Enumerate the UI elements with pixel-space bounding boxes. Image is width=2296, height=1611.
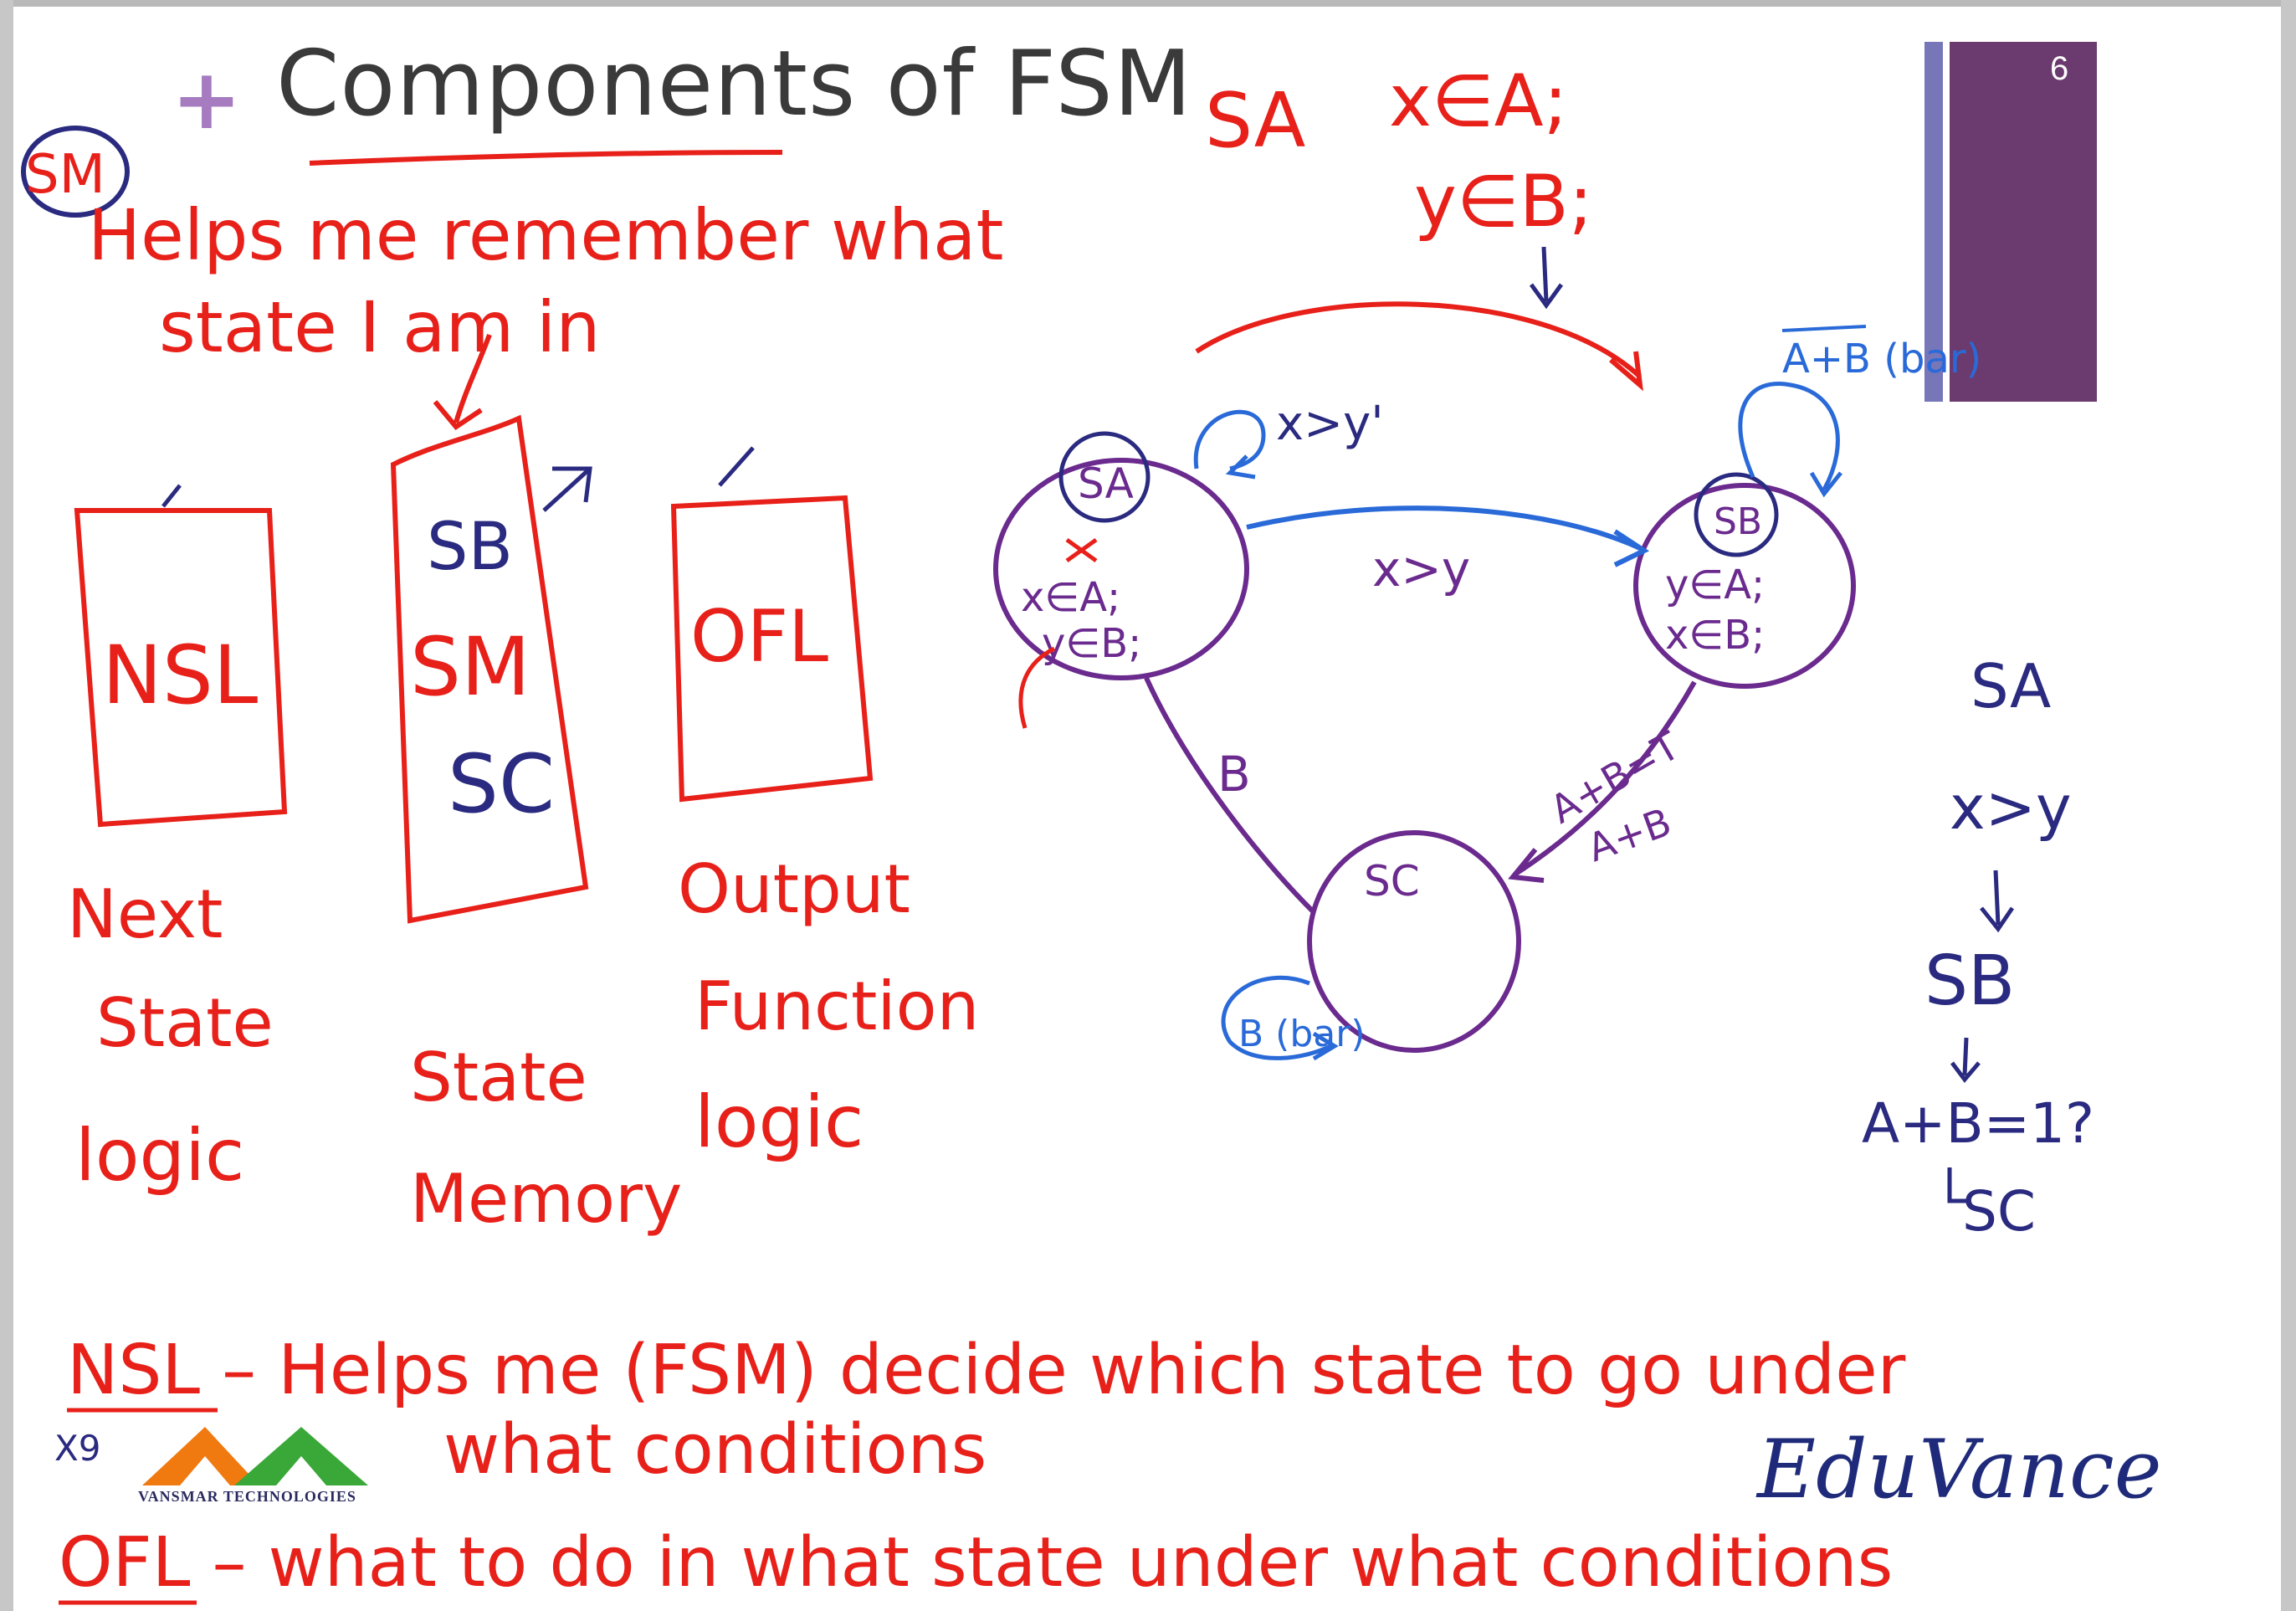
nsl-definition-line2: what conditions [443,1410,987,1490]
nsl-box [74,508,288,828]
sm-box-mid: SM [410,620,530,714]
state-sc-label: SC [1364,857,1420,906]
nsl-definition-line1: NSL – Helps me (FSM) decide which state … [67,1331,1906,1410]
ofl-caption-1: Output [678,850,910,928]
helps-arrow [454,333,492,423]
nsl-caption-2: State [96,984,274,1062]
left-border [0,0,13,1611]
sm-box-bot: SC [448,737,555,831]
state-sb [1633,483,1856,689]
slide-title: Components of FSM [276,32,1192,136]
ofl-definition: OFL – what to do in what state under wha… [59,1523,1893,1603]
state-sb-line1: y∈A; [1665,562,1765,608]
sb-self-loop [1738,382,1840,491]
state-sb-line2: x∈B; [1665,612,1765,659]
page-stripe [1924,42,1943,402]
sb-to-sc-arrow [1513,680,1697,877]
sb-self-loop-label: A+B (bar) [1782,336,1981,382]
sa-self-loop-label: x>y' [1276,397,1384,451]
ofl-box [670,495,874,803]
sm-box [390,414,589,924]
sm-caption-2: Memory [410,1160,682,1238]
sa-to-sb-arrow [1246,505,1642,551]
state-sa-label: SA [1078,459,1134,508]
logo-caption: VANSMAR TECHNOLOGIES [138,1488,356,1505]
top-border [0,0,2296,7]
state-sc [1307,830,1521,1053]
footer-mark: X9 [54,1428,101,1469]
sa-to-sb-label: x>y [1372,541,1470,598]
logo-triangle-1 [142,1427,259,1485]
page-number: 6 [2050,50,2069,87]
nsl-caption-3: logic [75,1114,244,1198]
sa-self-loop [1193,409,1266,471]
sm-circle-text: SM [25,144,105,206]
side-sc: SC [1962,1179,2036,1244]
ofl-box-label: OFL [690,595,828,679]
sc-self-loop-label: B (bar) [1238,1013,1366,1055]
sa-to-sc-arrow [1144,676,1316,915]
top-sa-label: SA [1205,77,1305,165]
sc-self-loop [1221,975,1332,1060]
sm-box-top: SB [427,510,513,585]
state-sa-line1: x∈A; [1021,574,1120,621]
helps-line-2: state I am in [159,286,601,368]
state-sa [993,458,1249,680]
side-sb: SB [1924,941,2015,1021]
top-y-in-b: y∈B; [1414,160,1593,244]
ofl-caption-2: Function [694,967,979,1045]
page-number-box [1950,42,2097,402]
brand-eduvance: EduVance [1757,1423,2162,1516]
state-sb-label: SB [1714,500,1762,543]
top-arc [1195,301,1643,379]
state-sa-line2: y∈B; [1042,620,1141,667]
sm-circle [21,126,130,218]
title-plus-icon: + [172,50,242,148]
side-cond: x>y [1950,772,2072,843]
top-x-in-a: x∈A; [1389,59,1568,143]
title-underline [309,150,783,166]
side-cond2: A+B=1? [1862,1091,2094,1156]
side-sa: SA [1971,651,2051,721]
helps-line-1: Helps me remember what [88,194,1003,276]
ofl-caption-3: logic [694,1080,864,1164]
right-scrollbar[interactable] [2281,0,2296,1611]
sa-to-sc-label: B [1217,746,1251,803]
sm-caption-1: State [410,1039,587,1116]
nsl-caption-1: Next [67,875,223,953]
nsl-box-label: NSL [102,628,258,722]
